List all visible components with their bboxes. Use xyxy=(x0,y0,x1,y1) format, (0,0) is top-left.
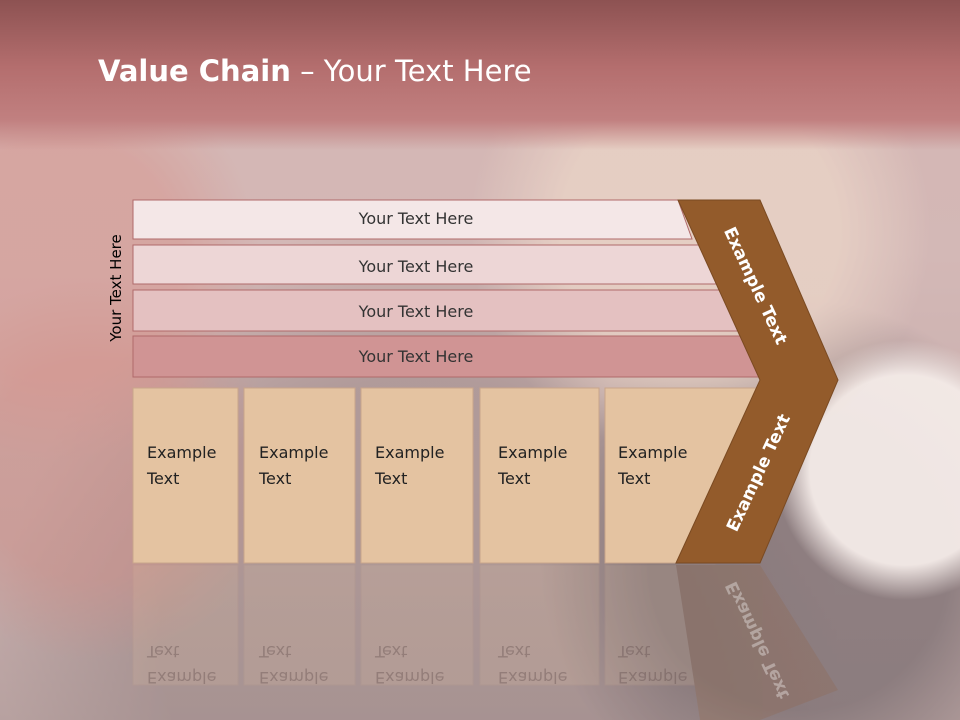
row-label-1: Your Text Here xyxy=(358,209,474,228)
column-label-2-line1: Example xyxy=(259,443,329,462)
column-reflection xyxy=(132,564,239,686)
column-reflection xyxy=(604,564,716,686)
column-reflection-text: Example Text xyxy=(147,638,216,690)
column-shape-1[interactable] xyxy=(132,387,239,564)
column-label-3-line2: Text xyxy=(375,469,408,488)
reflection-line1: Example xyxy=(147,668,217,687)
reflection-line1: Example xyxy=(498,668,568,687)
column-reflection-text: Example Text xyxy=(375,638,444,690)
side-label: Your Text Here xyxy=(107,234,125,342)
reflection-line1: Example xyxy=(259,668,329,687)
column-shape-4[interactable] xyxy=(479,387,600,564)
slide-title: Value Chain – Your Text Here xyxy=(98,54,532,88)
column-label-1-line1: Example xyxy=(147,443,217,462)
reflection-group xyxy=(132,564,838,720)
column-label-4: Example Text xyxy=(498,440,567,492)
column-label-4-line2: Text xyxy=(498,469,531,488)
column-shape-2[interactable] xyxy=(243,387,356,564)
column-reflection-text: Example Text xyxy=(618,638,687,690)
column-label-5-line2: Text xyxy=(618,469,651,488)
chevron-reflection xyxy=(676,565,838,720)
chevron-arrow[interactable] xyxy=(675,199,839,564)
title-bold: Value Chain xyxy=(98,54,291,88)
column-reflection-text: Example Text xyxy=(498,638,567,690)
row-label-2: Your Text Here xyxy=(358,257,474,276)
column-label-4-line1: Example xyxy=(498,443,568,462)
column-shape-3[interactable] xyxy=(360,387,474,564)
column-reflection xyxy=(360,564,474,686)
column-reflection xyxy=(479,564,600,686)
reflection-line2: Text xyxy=(259,642,292,661)
reflection-line2: Text xyxy=(147,642,180,661)
title-rest: – Your Text Here xyxy=(290,54,532,88)
title-bar: Value Chain – Your Text Here xyxy=(0,0,960,150)
column-label-3: Example Text xyxy=(375,440,444,492)
column-label-1: Example Text xyxy=(147,440,216,492)
reflection-line1: Example xyxy=(375,668,445,687)
reflection-line2: Text xyxy=(618,642,651,661)
column-label-2: Example Text xyxy=(259,440,328,492)
column-label-3-line1: Example xyxy=(375,443,445,462)
column-reflection xyxy=(243,564,356,686)
reflection-line2: Text xyxy=(375,642,408,661)
column-label-1-line2: Text xyxy=(147,469,180,488)
reflection-line2: Text xyxy=(498,642,531,661)
column-reflection-text: Example Text xyxy=(259,638,328,690)
row-label-3: Your Text Here xyxy=(358,302,474,321)
reflection-line1: Example xyxy=(618,668,688,687)
row-shape-1[interactable] xyxy=(132,199,693,240)
row-label-4: Your Text Here xyxy=(358,347,474,366)
column-label-2-line2: Text xyxy=(259,469,292,488)
column-label-5-line1: Example xyxy=(618,443,688,462)
column-label-5: Example Text xyxy=(618,440,687,492)
